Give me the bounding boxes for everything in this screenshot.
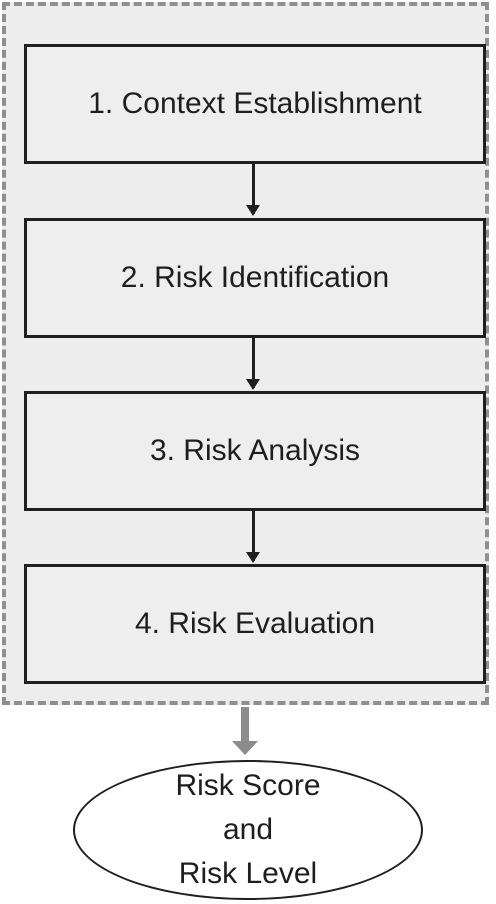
flow-arrow <box>246 338 260 390</box>
step-context-establishment: 1. Context Establishment <box>24 44 486 164</box>
flow-arrow <box>246 164 260 216</box>
flow-arrow <box>246 511 260 563</box>
result-line: Risk Score <box>175 769 321 802</box>
output-arrow <box>232 707 258 755</box>
step-risk-analysis: 3. Risk Analysis <box>24 391 486 511</box>
step-label: 2. Risk Identification <box>120 261 390 294</box>
step-risk-evaluation: 4. Risk Evaluation <box>24 564 486 684</box>
step-label: 1. Context Establishment <box>88 87 422 120</box>
step-label: 3. Risk Analysis <box>149 434 361 467</box>
step-risk-identification: 2. Risk Identification <box>24 218 486 338</box>
result-line: Risk Level <box>178 857 318 890</box>
result-line: and <box>222 813 274 846</box>
process-container: 1. Context Establishment 2. Risk Identif… <box>2 2 489 705</box>
step-label: 4. Risk Evaluation <box>134 607 376 640</box>
result-ellipse: Risk Score and Risk Level <box>73 760 423 900</box>
